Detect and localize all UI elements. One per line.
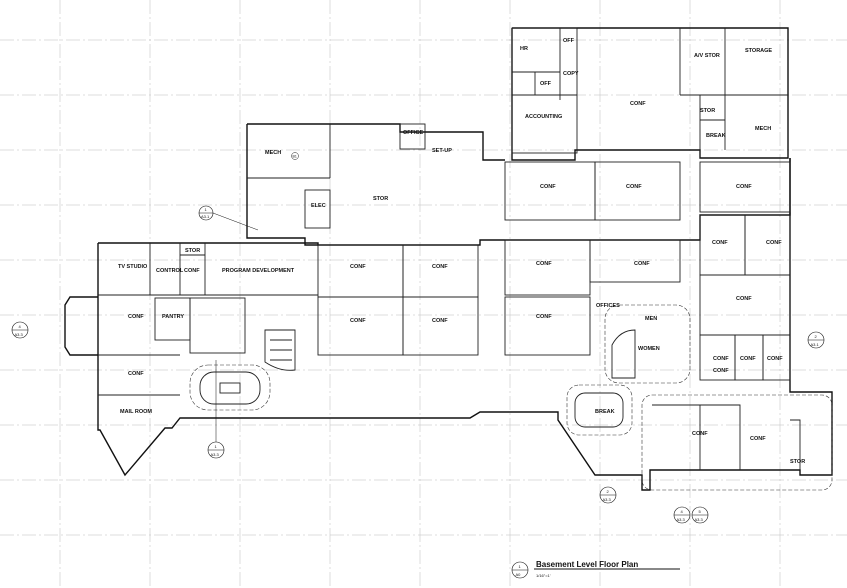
svg-text:4: 4 bbox=[681, 509, 684, 514]
section-marker-a33-mid: 2 A3.3 bbox=[599, 486, 617, 504]
room-label-storage: STORAGE bbox=[745, 48, 772, 54]
section-marker-a33-se1: 4 A3.3 bbox=[673, 506, 691, 524]
interior-walls bbox=[98, 27, 801, 470]
room-label-conf-a: CONF bbox=[184, 268, 200, 274]
room-label-set-up: SET-UP bbox=[432, 148, 452, 154]
room-label-stor-small: STOR bbox=[185, 248, 200, 254]
section-marker-a33-left: 4 A3.3 bbox=[11, 321, 29, 339]
room-label-conf-e6: CONF bbox=[712, 240, 728, 246]
room-label-mech-1: MECH bbox=[265, 150, 281, 156]
svg-text:4: 4 bbox=[19, 324, 22, 329]
room-label-pantry: PANTRY bbox=[162, 314, 184, 320]
room-label-conf-c3: CONF bbox=[350, 318, 366, 324]
room-label-hr: HR bbox=[520, 46, 528, 52]
drawing-title: 1 A0 Basement Level Floor Plan 1/16"=1' bbox=[511, 560, 680, 579]
svg-text:A3.3: A3.3 bbox=[677, 517, 686, 522]
room-label-conf-e9: CONF bbox=[536, 314, 552, 320]
room-tag bbox=[291, 152, 299, 160]
svg-text:A3.1: A3.1 bbox=[811, 342, 820, 347]
room-label-stor-ne: STOR bbox=[700, 108, 715, 114]
svg-text:A3.3: A3.3 bbox=[603, 497, 612, 502]
room-label-copy: COPY bbox=[563, 71, 579, 77]
room-label-off-1: OFF bbox=[563, 38, 575, 44]
room-label-conf-e3: CONF bbox=[736, 184, 752, 190]
room-label-conf-se2: CONF bbox=[750, 436, 766, 442]
room-label-conf-c2: CONF bbox=[432, 264, 448, 270]
section-marker-a31-top: 1 A3.1 bbox=[198, 205, 259, 231]
room-label-break-se: BREAK bbox=[595, 409, 615, 415]
title-badge-number: 1 bbox=[519, 564, 522, 569]
room-label-break-ne: BREAK bbox=[706, 133, 726, 139]
room-label-men: MEN bbox=[645, 316, 657, 322]
room-label-conf-ne: CONF bbox=[630, 101, 646, 107]
room-label-av-stor: A/V STOR bbox=[694, 53, 720, 59]
room-number-mech-1: B1 bbox=[293, 155, 297, 159]
room-label-mech-2: MECH bbox=[755, 126, 771, 132]
room-label-elec: ELEC bbox=[311, 203, 326, 209]
room-label-accounting: ACCOUNTING bbox=[525, 114, 562, 120]
svg-text:A3.1: A3.1 bbox=[201, 214, 210, 219]
room-label-stor-main: STOR bbox=[373, 196, 388, 202]
svg-text:1: 1 bbox=[215, 444, 218, 449]
room-label-program-development: PROGRAM DEVELOPMENT bbox=[222, 268, 295, 274]
room-label-conf-e13: CONF bbox=[713, 368, 729, 374]
room-label-off-2: OFF bbox=[540, 81, 552, 87]
svg-text:A3.3: A3.3 bbox=[15, 332, 24, 337]
room-label-conf-c1: CONF bbox=[350, 264, 366, 270]
room-label-conf-w1: CONF bbox=[128, 314, 144, 320]
svg-text:5: 5 bbox=[699, 509, 702, 514]
section-markers: 1 A3.1 4 A3.3 2 A3.1 1 A3.3 2 A3.3 bbox=[11, 205, 825, 524]
room-label-control: CONTROL bbox=[156, 268, 184, 274]
room-label-conf-w2: CONF bbox=[128, 371, 144, 377]
svg-text:2: 2 bbox=[607, 489, 610, 494]
room-label-offices: OFFICES bbox=[596, 303, 620, 309]
svg-text:2: 2 bbox=[815, 334, 818, 339]
section-marker-a33-se2: 5 A3.3 bbox=[691, 506, 709, 524]
room-label-stor-se: STOR bbox=[790, 459, 805, 465]
room-label-conf-e10: CONF bbox=[713, 356, 729, 362]
room-label-conf-e2: CONF bbox=[626, 184, 642, 190]
room-label-conf-e5: CONF bbox=[634, 261, 650, 267]
circulation-cores bbox=[189, 304, 833, 491]
room-label-conf-e8: CONF bbox=[736, 296, 752, 302]
svg-text:A3.3: A3.3 bbox=[211, 452, 220, 457]
room-label-conf-e4: CONF bbox=[536, 261, 552, 267]
section-marker-a31-right: 2 A3.1 bbox=[807, 331, 825, 349]
svg-text:1: 1 bbox=[205, 207, 208, 212]
title-badge-sheet: A0 bbox=[516, 572, 522, 577]
room-label-office: OFFICE bbox=[403, 130, 423, 136]
room-label-mail-room: MAIL ROOM bbox=[120, 409, 152, 415]
room-label-conf-e1: CONF bbox=[540, 184, 556, 190]
room-label-conf-e11: CONF bbox=[740, 356, 756, 362]
drawing-scale-text: 1/16"=1' bbox=[536, 573, 551, 578]
room-label-conf-c4: CONF bbox=[432, 318, 448, 324]
room-label-tv-studio: TV STUDIO bbox=[118, 264, 148, 270]
section-marker-a33-bottom: 1 A3.3 bbox=[207, 360, 225, 459]
room-label-conf-se1: CONF bbox=[692, 431, 708, 437]
room-label-women: WOMEN bbox=[638, 346, 660, 352]
room-labels: MECH B1 OFFICE SET-UP STOR ELEC TV STUDI… bbox=[118, 38, 805, 465]
drawing-title-text: Basement Level Floor Plan bbox=[536, 560, 638, 569]
svg-text:A3.3: A3.3 bbox=[695, 517, 704, 522]
room-label-conf-e12: CONF bbox=[767, 356, 783, 362]
room-label-conf-e7: CONF bbox=[766, 240, 782, 246]
